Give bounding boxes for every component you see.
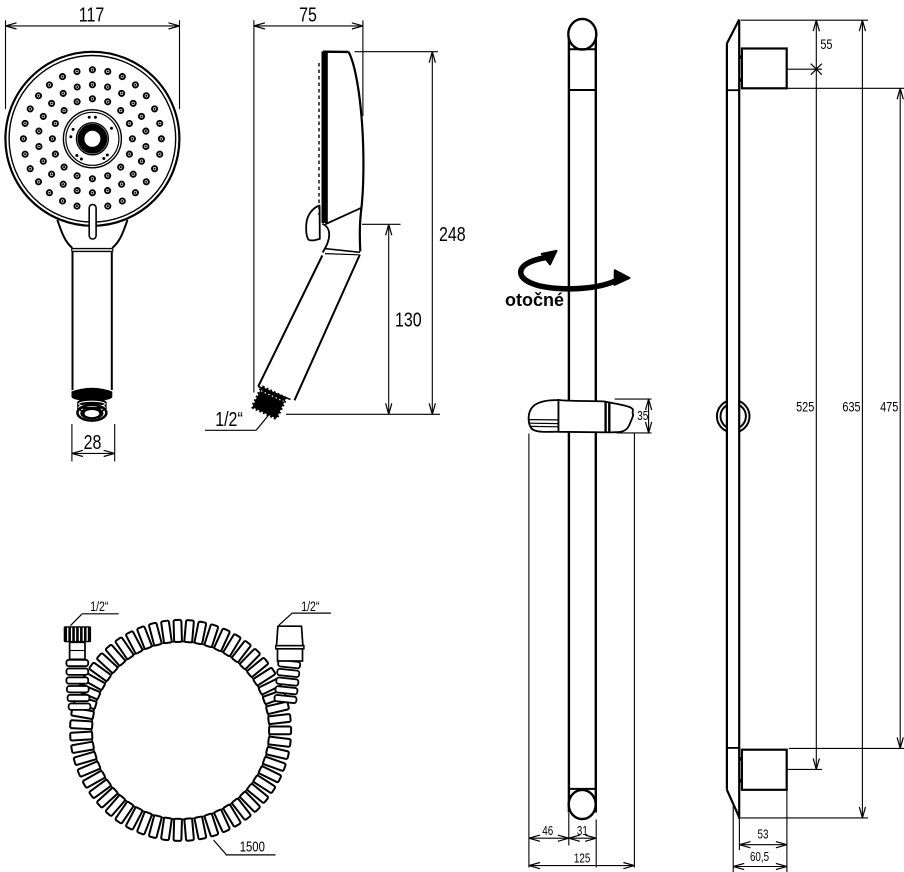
svg-text:31: 31 xyxy=(577,825,588,838)
svg-text:1/2“: 1/2“ xyxy=(215,407,243,430)
svg-text:525: 525 xyxy=(796,399,814,415)
svg-text:125: 125 xyxy=(574,852,590,865)
svg-text:1500: 1500 xyxy=(240,838,265,855)
svg-text:248: 248 xyxy=(439,222,466,245)
svg-text:28: 28 xyxy=(84,430,102,453)
svg-text:635: 635 xyxy=(842,399,860,415)
svg-text:60,5: 60,5 xyxy=(750,851,769,864)
svg-text:130: 130 xyxy=(395,307,422,330)
svg-text:55: 55 xyxy=(820,37,832,53)
svg-text:otočné: otočné xyxy=(505,290,564,310)
svg-text:53: 53 xyxy=(758,828,769,841)
svg-text:475: 475 xyxy=(880,399,898,415)
svg-text:117: 117 xyxy=(79,2,104,25)
svg-text:46: 46 xyxy=(542,825,553,838)
svg-text:1/2“: 1/2“ xyxy=(301,599,319,615)
svg-text:1/2“: 1/2“ xyxy=(90,599,108,615)
svg-text:35: 35 xyxy=(637,409,648,423)
svg-text:75: 75 xyxy=(299,2,317,25)
